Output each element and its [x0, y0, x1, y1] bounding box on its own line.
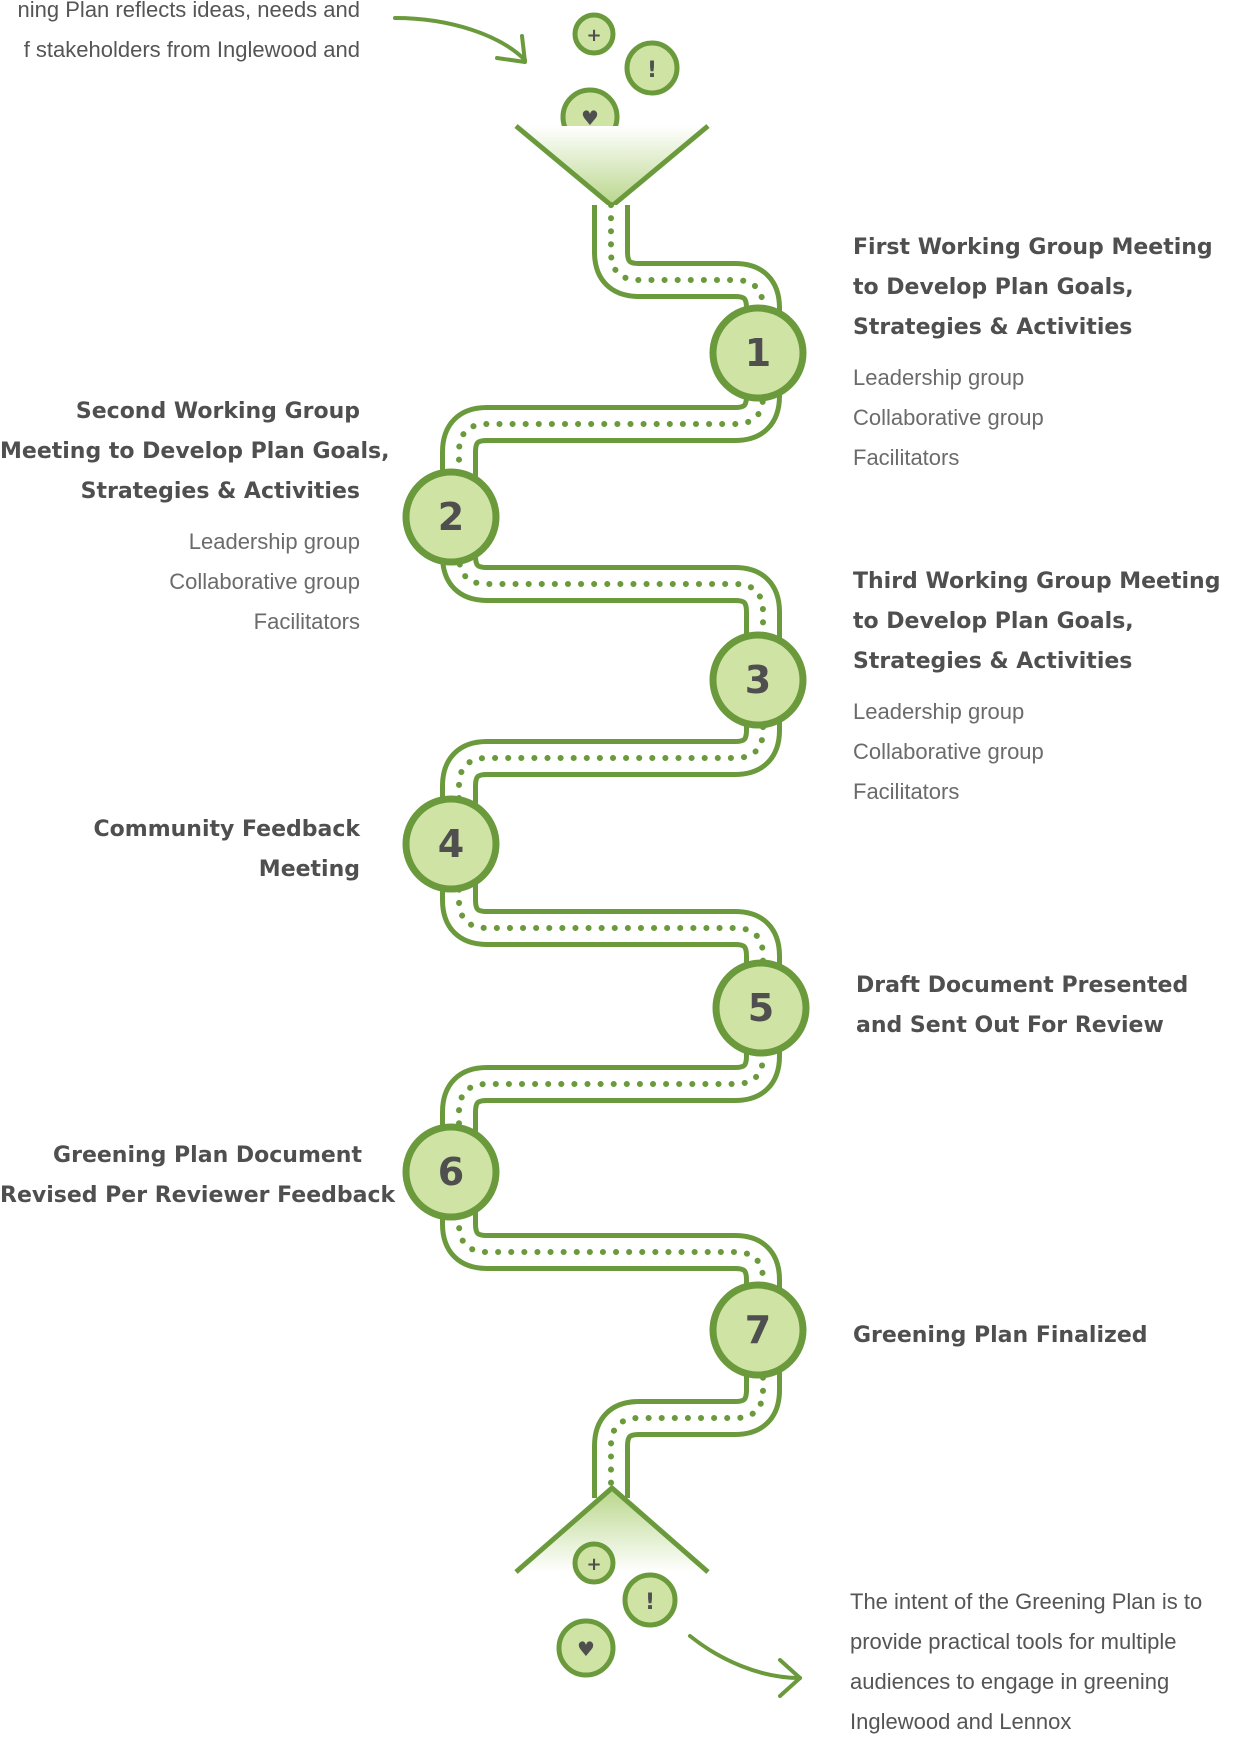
funnel-bottom — [514, 1485, 710, 1574]
step-circle — [709, 631, 807, 729]
bubble-plus-top: + — [572, 12, 616, 56]
step-number: 1 — [745, 331, 771, 375]
step-6-title: Greening Plan Document Revised Per Revie… — [0, 1143, 396, 1208]
heart-icon: ♥ — [581, 106, 599, 130]
step-circle — [709, 1281, 807, 1379]
step-circle — [402, 1123, 500, 1221]
step-circle — [402, 468, 500, 566]
step-number: 7 — [745, 1308, 771, 1352]
step-3-marker: 3 — [709, 631, 807, 729]
step-7-marker: 7 — [709, 1281, 807, 1379]
step-1-title: First Working Group Meeting to Develop P… — [853, 235, 1213, 340]
step-7-title: Greening Plan Finalized — [853, 1323, 1148, 1348]
step-4-marker: 4 — [402, 795, 500, 893]
heart-icon: ♥ — [577, 1637, 595, 1661]
bubble-exclaim-bottom: ! — [622, 1572, 678, 1628]
funnel-top — [514, 124, 710, 209]
step-circle — [712, 959, 810, 1057]
outro-arrowhead — [778, 1658, 802, 1698]
intro-line-2: f stakeholders from Inglewood and — [23, 37, 360, 62]
step-2-title: Second Working Group Meeting to Develop … — [0, 399, 390, 504]
step-1-participants: Leadership group Collaborative group Fac… — [853, 365, 1044, 470]
step-3-title: Third Working Group Meeting to Develop P… — [853, 569, 1221, 674]
step-1-marker: 1 — [709, 304, 807, 402]
step-5-title: Draft Document Presented and Sent Out Fo… — [856, 973, 1189, 1038]
step-number: 2 — [438, 495, 464, 539]
outro-text: The intent of the Greening Plan is to pr… — [850, 1589, 1203, 1734]
plus-icon: + — [586, 25, 601, 46]
exclaim-icon: ! — [645, 1590, 655, 1615]
bubble-heart-bottom: ♥ — [556, 1618, 616, 1678]
intro-arrow — [393, 16, 527, 62]
step-number: 6 — [438, 1150, 464, 1194]
intro-line-1: ning Plan reflects ideas, needs and — [17, 0, 360, 22]
bubble-plus-bottom: + — [572, 1541, 616, 1585]
step-3-participants: Leadership group Collaborative group Fac… — [853, 699, 1044, 804]
step-4-title: Community Feedback Meeting — [93, 817, 360, 882]
step-2-participants: Leadership group Collaborative group Fac… — [169, 529, 360, 634]
outro-arrow — [688, 1634, 802, 1680]
step-6-marker: 6 — [402, 1123, 500, 1221]
intro-arrowhead — [495, 34, 527, 64]
step-circle — [402, 795, 500, 893]
plus-icon: + — [586, 1554, 601, 1575]
intro-text: ning Plan reflects ideas, needs and f st… — [0, 0, 360, 70]
step-5-marker: 5 — [712, 959, 810, 1057]
exclaim-icon: ! — [647, 58, 657, 83]
step-2-marker: 2 — [402, 468, 500, 566]
step-number: 5 — [748, 986, 774, 1030]
step-number: 4 — [438, 822, 464, 866]
step-circle — [709, 304, 807, 402]
step-number: 3 — [745, 658, 771, 702]
bubble-exclaim-top: ! — [624, 40, 680, 96]
